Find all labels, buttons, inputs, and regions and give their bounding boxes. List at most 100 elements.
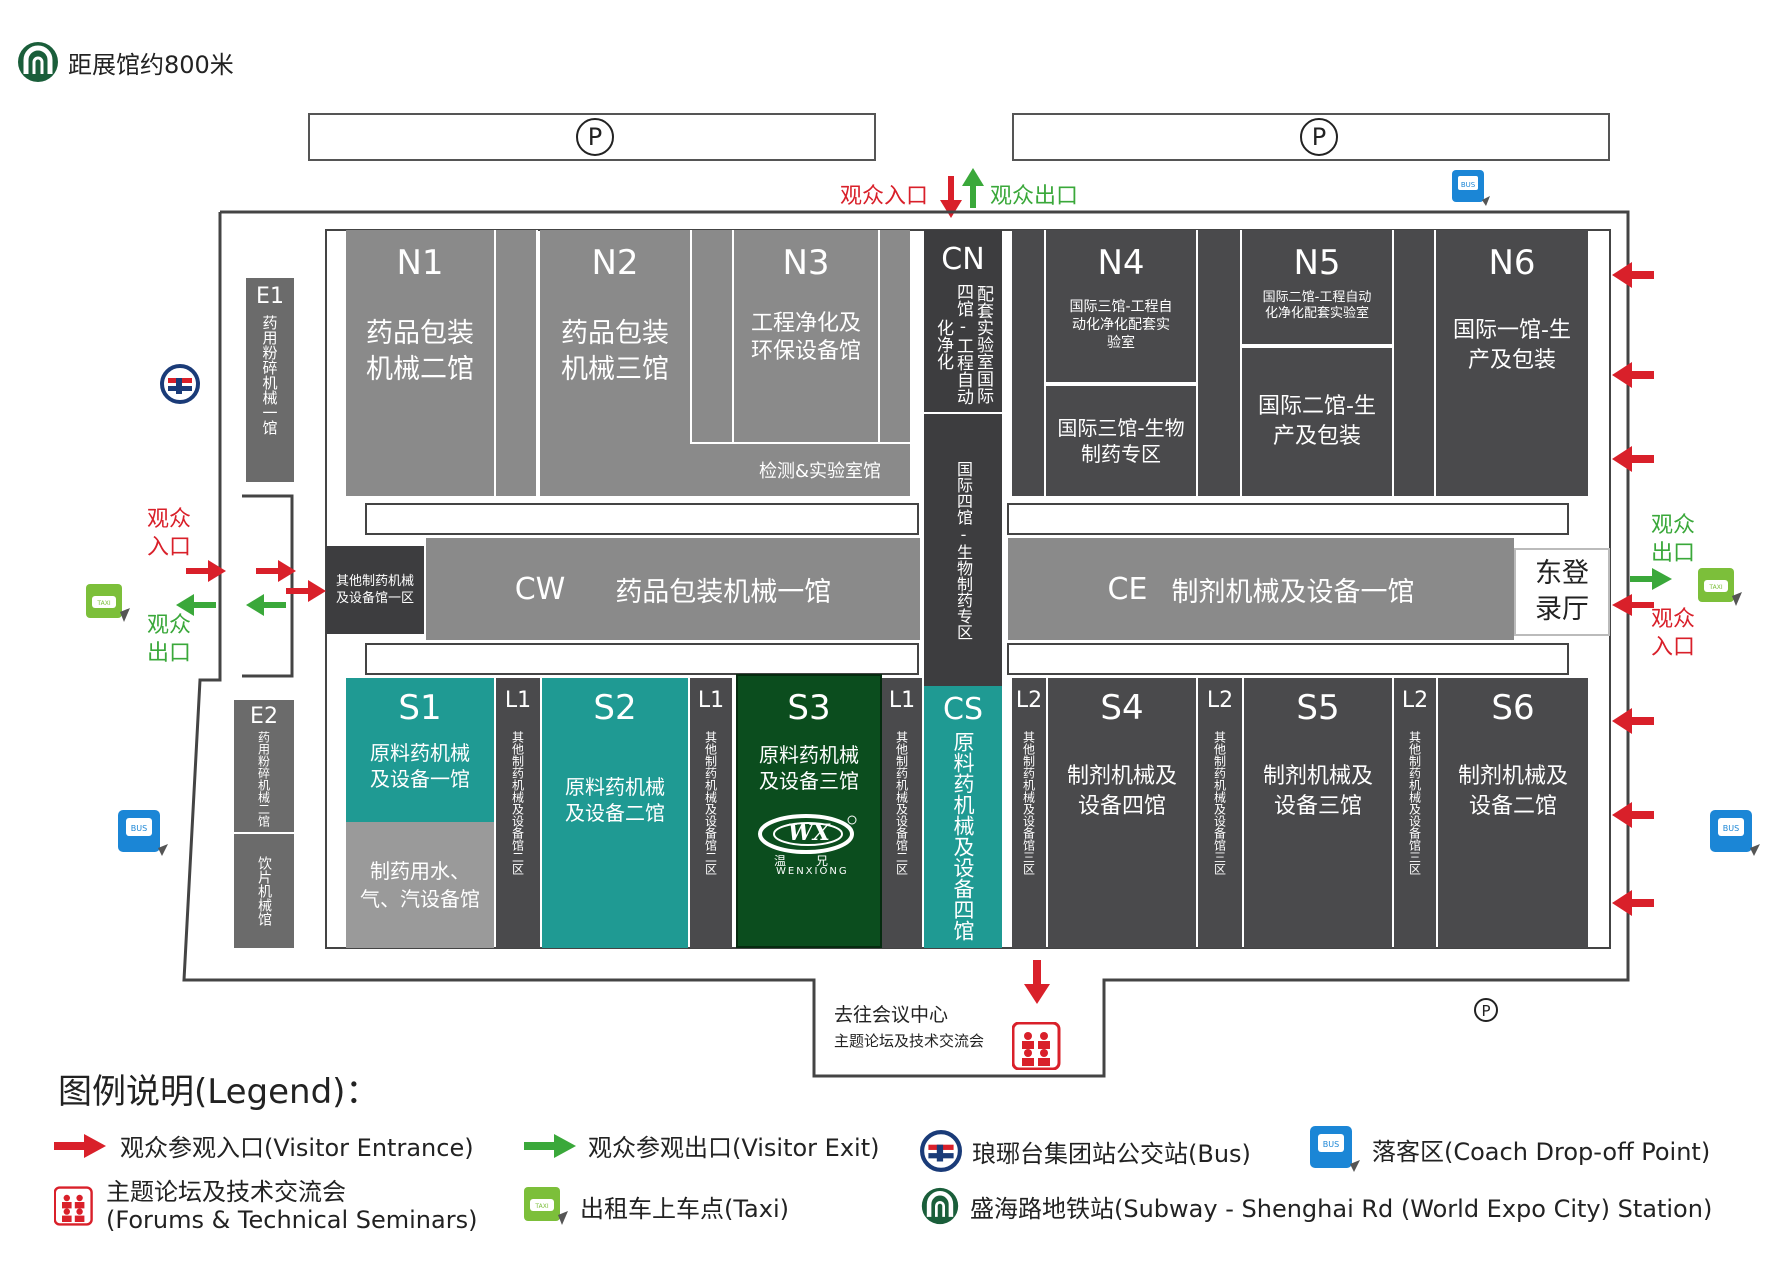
legend-forum-label-en: (Forums & Technical Seminars): [106, 1206, 478, 1234]
hall-N5[interactable]: N5 国际二馆-工程自动化净化配套实验室: [1242, 230, 1392, 344]
east-registration-hall[interactable]: 东登录厅: [1514, 548, 1610, 636]
hall-L1-b[interactable]: L1 其他制药机械及设备馆二区: [690, 678, 732, 948]
hall-S5[interactable]: S5 制剂机械及设备三馆: [1244, 678, 1392, 948]
hall-N3[interactable]: N3 工程净化及环保设备馆: [734, 230, 878, 442]
hall-CN-code: CN: [941, 242, 985, 277]
hall-N1-name: 药品包装机械二馆: [366, 318, 474, 385]
hall-S2[interactable]: S2 原料药机械及设备二馆: [542, 678, 688, 948]
hall-L1-c[interactable]: L1 其他制药机械及设备馆二区: [882, 678, 922, 948]
hall-L1-code: L1: [697, 688, 725, 713]
hall-S6-code: S6: [1491, 688, 1535, 728]
subway-note: 距展馆约800米: [16, 40, 234, 84]
legend-forum-label: 主题论坛及技术交流会: [106, 1178, 346, 1206]
taxi-icon: TAXI: [1698, 568, 1742, 606]
hall-S4-name: 制剂机械及设备四馆: [1066, 764, 1177, 819]
hall-N2-code: N2: [591, 243, 639, 283]
hall-S5-name: 制剂机械及设备三馆: [1262, 764, 1373, 819]
svg-text:TAXI: TAXI: [96, 600, 110, 607]
west-exit-label: 观众出口: [146, 613, 191, 666]
parking-icon: P: [1300, 118, 1338, 156]
hall-CE-name: 制剂机械及设备一馆: [1171, 576, 1415, 608]
hall-S1-sub[interactable]: 制药用水、气、汽设备馆: [346, 822, 494, 948]
legend-subway: 盛海路地铁站(Subway - Shenghai Rd (World Expo …: [920, 1186, 1712, 1226]
hall-CW-name: 药品包装机械一馆: [615, 576, 832, 608]
hall-CN-sub-name: 国际四馆-生物制药专区: [954, 460, 973, 640]
hall-CE[interactable]: CE 制剂机械及设备一馆: [1008, 538, 1514, 640]
hall-E2-sub[interactable]: 饮片机械馆: [234, 834, 294, 948]
hall-N3-name: 工程净化及环保设备馆: [750, 311, 861, 364]
hall-E2-code: E2: [250, 704, 278, 729]
arrow-red-icon: [1612, 890, 1654, 916]
hall-N2-name: 药品包装机械三馆: [561, 318, 669, 385]
hall-L1-name: 其他制药机械及设备馆二区: [510, 731, 525, 875]
hall-S6[interactable]: S6 制剂机械及设备二馆: [1438, 678, 1588, 948]
hall-N4[interactable]: N4 国际三馆-工程自动化净化配套实验室: [1046, 230, 1196, 382]
hall-S6-name: 制剂机械及设备二馆: [1457, 764, 1568, 819]
hall-N1-aisle: [494, 230, 538, 496]
bus-stop-icon: [920, 1130, 962, 1172]
legend-bus-label: 琅琊台集团站公交站(Bus): [972, 1139, 1251, 1168]
hall-N5-name: 国际二馆-工程自动化净化配套实验室: [1262, 290, 1372, 321]
hall-N3-code: N3: [782, 243, 830, 283]
coach-icon: BUS: [1452, 170, 1490, 206]
hall-N1[interactable]: N1 药品包装机械二馆: [346, 230, 494, 496]
hall-CS[interactable]: CS 原料药机械及设备四馆: [924, 686, 1002, 948]
arrow-red-icon: [1024, 960, 1050, 1004]
legend-forum: 主题论坛及技术交流会 (Forums & Technical Seminars): [54, 1178, 477, 1234]
legend-coach: BUS 落客区(Coach Drop-off Point): [1310, 1126, 1710, 1172]
parking-icon: P: [1474, 998, 1498, 1022]
hall-S1-code: S1: [398, 688, 442, 728]
exhibitor-logo: WX 温兄 WENXIONG: [754, 812, 864, 880]
hall-N5-aisle: [1196, 230, 1242, 496]
legend-exit: 观众参观出口(Visitor Exit): [524, 1128, 880, 1163]
hall-N4-aisle: [1012, 230, 1046, 496]
hall-CN-name: 配套实验室国际四馆-工程自动化净化: [933, 283, 993, 405]
coach-icon: BUS: [118, 810, 168, 856]
hall-E1[interactable]: E1 药用粉碎机械一馆: [246, 278, 294, 482]
hall-N2-aisle: [690, 230, 734, 442]
hall-N6-aisle: [1392, 230, 1436, 496]
hall-N5-sub-name: 国际二馆-生产及包装: [1258, 394, 1376, 449]
arrow-red-icon: [1612, 708, 1654, 734]
legend-subway-label: 盛海路地铁站(Subway - Shenghai Rd (World Expo …: [970, 1194, 1713, 1223]
hall-N2[interactable]: N2 药品包装机械三馆: [540, 230, 690, 496]
hall-N5-sub[interactable]: 国际二馆-生产及包装: [1242, 346, 1392, 496]
hall-N4-code: N4: [1097, 243, 1145, 283]
hall-E1-name: 药用粉碎机械一馆: [260, 315, 279, 435]
arrow-red-icon: [186, 560, 226, 582]
logo-cn-text: 温兄: [774, 854, 859, 868]
legend-coach-label: 落客区(Coach Drop-off Point): [1372, 1137, 1711, 1166]
hall-CW[interactable]: CW 药品包装机械一馆: [426, 538, 920, 640]
hall-CW-sub[interactable]: 其他制药机械及设备馆一区: [326, 546, 424, 634]
arrow-red-icon: [1612, 362, 1654, 388]
hall-L2-b[interactable]: L2 其他制药机械及设备馆三区: [1198, 678, 1242, 948]
hall-CN[interactable]: CN 配套实验室国际四馆-工程自动化净化: [924, 230, 1002, 412]
svg-text:BUS: BUS: [131, 824, 147, 833]
hall-S3[interactable]: S3 原料药机械及设备三馆 WX 温兄 WENXIONG: [736, 674, 882, 948]
hall-L1-a[interactable]: L1 其他制药机械及设备馆二区: [496, 678, 540, 948]
arrow-red-icon: [54, 1133, 106, 1158]
hall-N4-sub[interactable]: 国际三馆-生物制药专区: [1046, 384, 1196, 496]
hall-S4[interactable]: S4 制剂机械及设备四馆: [1048, 678, 1196, 948]
hall-S1-sub-name: 制药用水、气、汽设备馆: [360, 859, 480, 911]
hall-N3-sub[interactable]: 检测&实验室馆: [690, 442, 910, 496]
svg-text:TAXI: TAXI: [534, 1203, 548, 1210]
hall-S1[interactable]: S1 原料药机械及设备一馆: [346, 678, 494, 822]
conference-subtitle: 主题论坛及技术交流会: [834, 1032, 985, 1050]
hall-L2-name: 其他制药机械及设备馆三区: [1021, 731, 1036, 875]
subway-icon: [921, 1187, 959, 1225]
hall-N6-name: 国际一馆-生产及包装: [1453, 318, 1571, 373]
hall-N6[interactable]: N6 国际一馆-生产及包装: [1436, 230, 1588, 496]
legend-title: 图例说明(Legend)：: [58, 1072, 380, 1112]
arrow-green-icon: [176, 594, 216, 616]
forum-icon: [1012, 1022, 1061, 1070]
hall-E2[interactable]: E2 药用粉碎机械二馆: [234, 700, 294, 834]
hall-N6-code: N6: [1488, 243, 1536, 283]
hall-S1-name: 原料药机械及设备一馆: [370, 741, 470, 791]
hall-CN-sub[interactable]: 国际四馆-生物制药专区: [924, 414, 1002, 686]
hall-L2-c[interactable]: L2 其他制药机械及设备馆三区: [1394, 678, 1436, 948]
svg-text:TAXI: TAXI: [1708, 584, 1722, 591]
hall-L2-a[interactable]: L2 其他制药机械及设备馆三区: [1012, 678, 1046, 948]
hall-N5-code: N5: [1293, 243, 1341, 283]
